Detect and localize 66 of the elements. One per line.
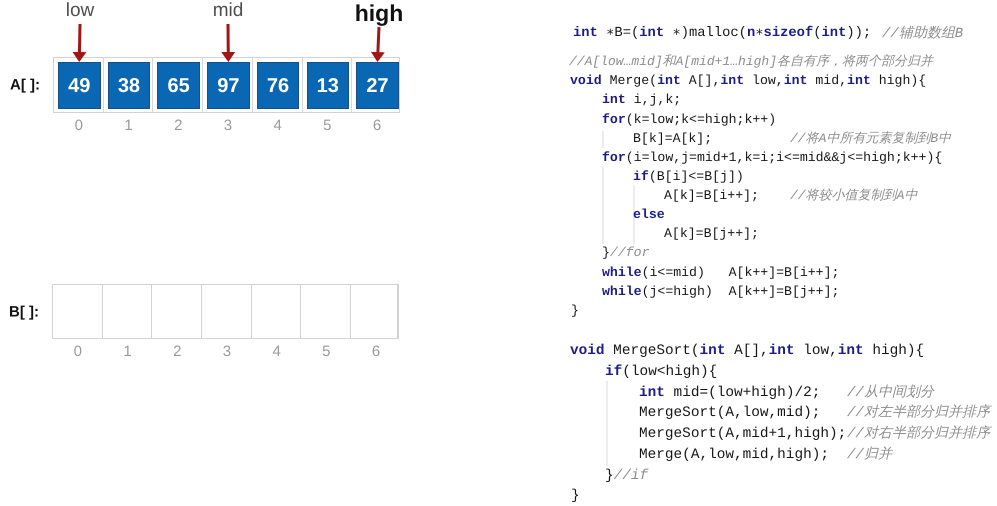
array-name: B[ ]: xyxy=(9,303,39,320)
cell-value: 38 xyxy=(118,74,140,98)
index-label: 3 xyxy=(222,343,232,361)
code-line: if(low<high){ xyxy=(605,362,718,382)
code-line: if(B[i]<=B[j]) xyxy=(633,168,744,186)
pointer-label: mid xyxy=(212,0,244,22)
code-line: Merge(A,low,mid,high); xyxy=(639,446,829,464)
index-label: 1 xyxy=(123,343,132,361)
code-line: while(i<=mid) A[k++]=B[i++]; xyxy=(602,264,840,282)
code-line: MergeSort(A,mid+1,high); xyxy=(639,424,846,444)
code-line: int mid=(low+high)/2; xyxy=(639,384,820,402)
code-line: void MergeSort(int A[],int low,int high){ xyxy=(570,342,924,360)
pointer-label: high xyxy=(354,1,404,25)
code-comment: //辅助数组B xyxy=(882,25,964,43)
array-cell xyxy=(306,62,349,109)
code-line: A[k]=B[i++]; xyxy=(664,187,759,205)
index-label: 2 xyxy=(174,117,182,135)
pointer-arrow xyxy=(370,26,385,62)
code-line: MergeSort(A,low,mid); xyxy=(639,404,820,422)
cell-value: 76 xyxy=(266,74,290,98)
array-cell xyxy=(207,62,250,109)
index-label: 6 xyxy=(372,343,380,361)
array-name: A[ ]: xyxy=(10,76,40,94)
cell-value: 49 xyxy=(68,74,90,98)
index-label: 2 xyxy=(173,343,182,361)
cell-value: 13 xyxy=(316,74,339,98)
code-line: A[k]=B[j++]; xyxy=(664,225,759,243)
code-line: }//if xyxy=(605,466,648,486)
cell-value: 97 xyxy=(217,74,240,98)
code-line: else xyxy=(633,206,665,224)
pointer-label: low xyxy=(66,0,94,22)
array-cell xyxy=(108,62,150,109)
code-line: int i,j,k; xyxy=(602,91,682,109)
code-line: for(i=low,j=mid+1,k=i;i<=mid&&j<=high;k++){ xyxy=(602,149,942,167)
code-comment: //对右半部分归并排序 xyxy=(847,424,990,444)
cell-value: 27 xyxy=(366,74,389,98)
code-line: } xyxy=(571,302,579,320)
code-line: } xyxy=(571,486,580,506)
cell-value: 65 xyxy=(168,74,190,98)
index-label: 5 xyxy=(322,343,331,361)
code-comment: //A[low…mid]和A[mid+1…high]各自有序，将两个部分归并 xyxy=(569,53,934,71)
code-comment: //从中间划分 xyxy=(847,384,934,402)
pointer-arrow xyxy=(221,24,236,62)
index-label: 0 xyxy=(74,117,84,135)
code-line: for(k=low;k<=high;k++) xyxy=(602,111,776,129)
index-label: 4 xyxy=(272,343,281,361)
index-label: 6 xyxy=(372,117,382,135)
index-label: 4 xyxy=(273,117,282,135)
pointer-arrow xyxy=(72,24,86,62)
code-comment: //归并 xyxy=(847,446,892,464)
index-label: 1 xyxy=(124,117,133,135)
index-label: 0 xyxy=(74,343,82,361)
array-cell xyxy=(256,62,300,109)
code-comment: //将较小值复制到A中 xyxy=(790,187,918,205)
code-line: while(j<=high) A[k++]=B[j++]; xyxy=(602,283,840,301)
code-comment: //将A中所有元素复制到B中 xyxy=(790,130,952,148)
array-cell xyxy=(58,62,100,109)
code-line: B[k]=A[k]; xyxy=(633,130,712,148)
code-line: }//for xyxy=(602,244,650,262)
array-cell xyxy=(356,62,399,109)
code-comment: //对左半部分归并排序 xyxy=(847,404,990,422)
index-label: 5 xyxy=(323,117,332,135)
code-line: int ∗B=(int ∗)malloc(n∗sizeof(int)); xyxy=(573,25,872,43)
array-cell xyxy=(157,62,200,109)
index-label: 3 xyxy=(224,117,232,135)
code-line: void Merge(int A[],int low,int mid,int high){ xyxy=(570,72,926,90)
